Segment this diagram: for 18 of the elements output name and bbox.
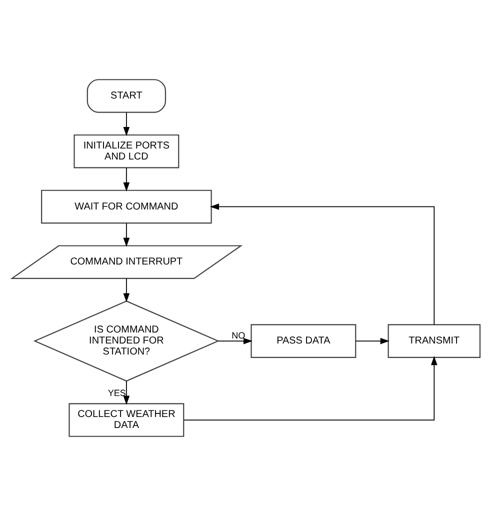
edge-label: YES [108,388,126,398]
node-box: INITIALIZE PORTS AND LCD [74,134,180,168]
edge-label: NO [232,330,246,340]
arrow [123,112,130,136]
node-box: WAIT FOR COMMAND [41,190,212,224]
node-box: START [86,79,166,113]
node-box: PASS DATA [250,324,356,358]
arrow [218,338,253,344]
node-box: TRANSMIT [388,324,481,358]
arrow [184,356,438,420]
arrow [210,204,435,326]
arrow [123,278,130,302]
arrow [123,168,130,192]
arrow [123,380,130,405]
node-box: COLLECT WEATHER DATA [68,403,184,437]
node-diamond: IS COMMAND INTENDED FOR STATION? [33,300,220,382]
arrow [355,338,390,344]
arrow [123,222,130,247]
